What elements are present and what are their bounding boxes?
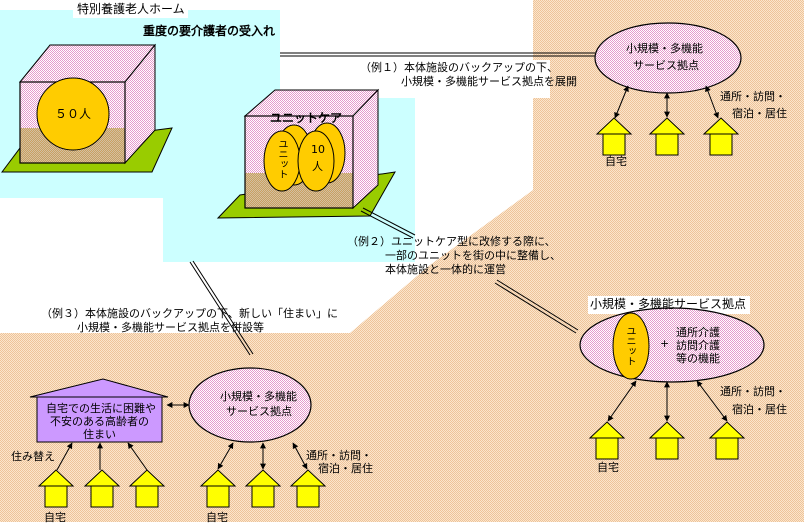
hub1-line2: サービス拠点 [633, 59, 699, 72]
example2-line2: 一部のユニットを街の中に整備し、 [385, 249, 561, 262]
home-icon [648, 421, 686, 460]
hub1-services-line1: 通所・訪問・ [720, 90, 786, 103]
relocation-arrow [127, 442, 148, 471]
example3-line1: （例３）本体施設のバックアップの下、新しい「住まい」に [41, 307, 338, 320]
home-icon [595, 117, 633, 156]
residence-home-label: 自宅 [44, 511, 66, 524]
hub2-arrow [696, 380, 728, 422]
hub1-ellipse [594, 22, 742, 94]
facility-title: 特別養護老人ホーム [77, 2, 185, 16]
hub3-line1: 小規模・多機能 [220, 390, 297, 403]
unit-care-box [216, 88, 396, 219]
hub1-line1: 小規模・多機能 [626, 42, 703, 55]
example1-line2: 小規模・多機能サービス拠点を展開 [401, 75, 577, 88]
hub2-home-label: 自宅 [597, 461, 619, 474]
hub1-home-label: 自宅 [605, 155, 627, 168]
example2-line1: （例２）ユニットケア型に改修する際に、 [347, 235, 556, 248]
hub2-plus: + [660, 337, 670, 350]
home-icon [128, 469, 166, 508]
hub3-home-label: 自宅 [206, 511, 228, 524]
hub3-arrow [217, 442, 234, 470]
relocation-label: 住み替え [11, 450, 55, 463]
homes [37, 117, 746, 508]
hub2-title: 小規模・多機能サービス拠点 [590, 297, 747, 311]
hub1-arrow [705, 85, 719, 119]
arrows [56, 85, 728, 471]
home-icon [648, 117, 686, 156]
hub1-arrow [614, 85, 629, 119]
hub2-function-3: 等の機能 [676, 352, 720, 365]
home-icon [289, 469, 327, 508]
example1-line1: （例１）本体施設のバックアップの下、 [360, 61, 558, 74]
home-icon [588, 421, 626, 460]
hub1-services-line2: 宿泊・居住 [732, 107, 787, 120]
facility-title-bg [73, 0, 188, 18]
residence-line1: 自宅での生活に困難や [46, 402, 156, 415]
hub3-arrow [292, 442, 308, 470]
hub3-line2: サービス拠点 [226, 405, 292, 418]
home-icon [702, 117, 740, 156]
hub2-unit-ellipse [612, 312, 650, 380]
unit-size-person: 人 [312, 160, 323, 173]
hub2-services-line1: 通所・訪問・ [720, 385, 786, 398]
hub2-ellipse [579, 307, 765, 383]
connector-lines [189, 52, 595, 356]
unit-size-number: 10 [311, 143, 325, 156]
hub2-function-1: 通所介護 [676, 326, 720, 339]
residence-house [29, 378, 169, 443]
residence-line3: 住まい [83, 428, 116, 441]
relocation-arrow [56, 442, 73, 471]
hub2-title-bg [588, 296, 750, 314]
home-icon [244, 469, 282, 508]
hub2-services-line2: 宿泊・居住 [732, 403, 787, 416]
home-icon [37, 469, 75, 508]
example2-line3: 本体施設と一体的に運営 [385, 263, 506, 276]
hub2-arrow [607, 380, 637, 422]
residence-line2: 不安のある高齢者の [50, 415, 149, 428]
unit-care-label: ユニットケア [270, 111, 343, 125]
facility-box [1, 43, 173, 173]
hub3-services-line2: 宿泊・居住 [318, 462, 373, 475]
hub2-unit-label: ユニット [624, 326, 635, 366]
facility-capacity: ５０人 [55, 107, 92, 121]
facility-subtitle: 重度の要介護者の受入れ [143, 24, 276, 38]
example3-line2: 小規模・多機能サービス拠点を併設等 [77, 321, 264, 334]
unit-label: ユニット [276, 139, 287, 179]
home-icon [199, 469, 237, 508]
home-icon [83, 469, 121, 508]
hub2-function-2: 訪問介護 [676, 339, 720, 352]
hub3-services-line1: 通所・訪問・ [306, 449, 372, 462]
home-icon [708, 421, 746, 460]
